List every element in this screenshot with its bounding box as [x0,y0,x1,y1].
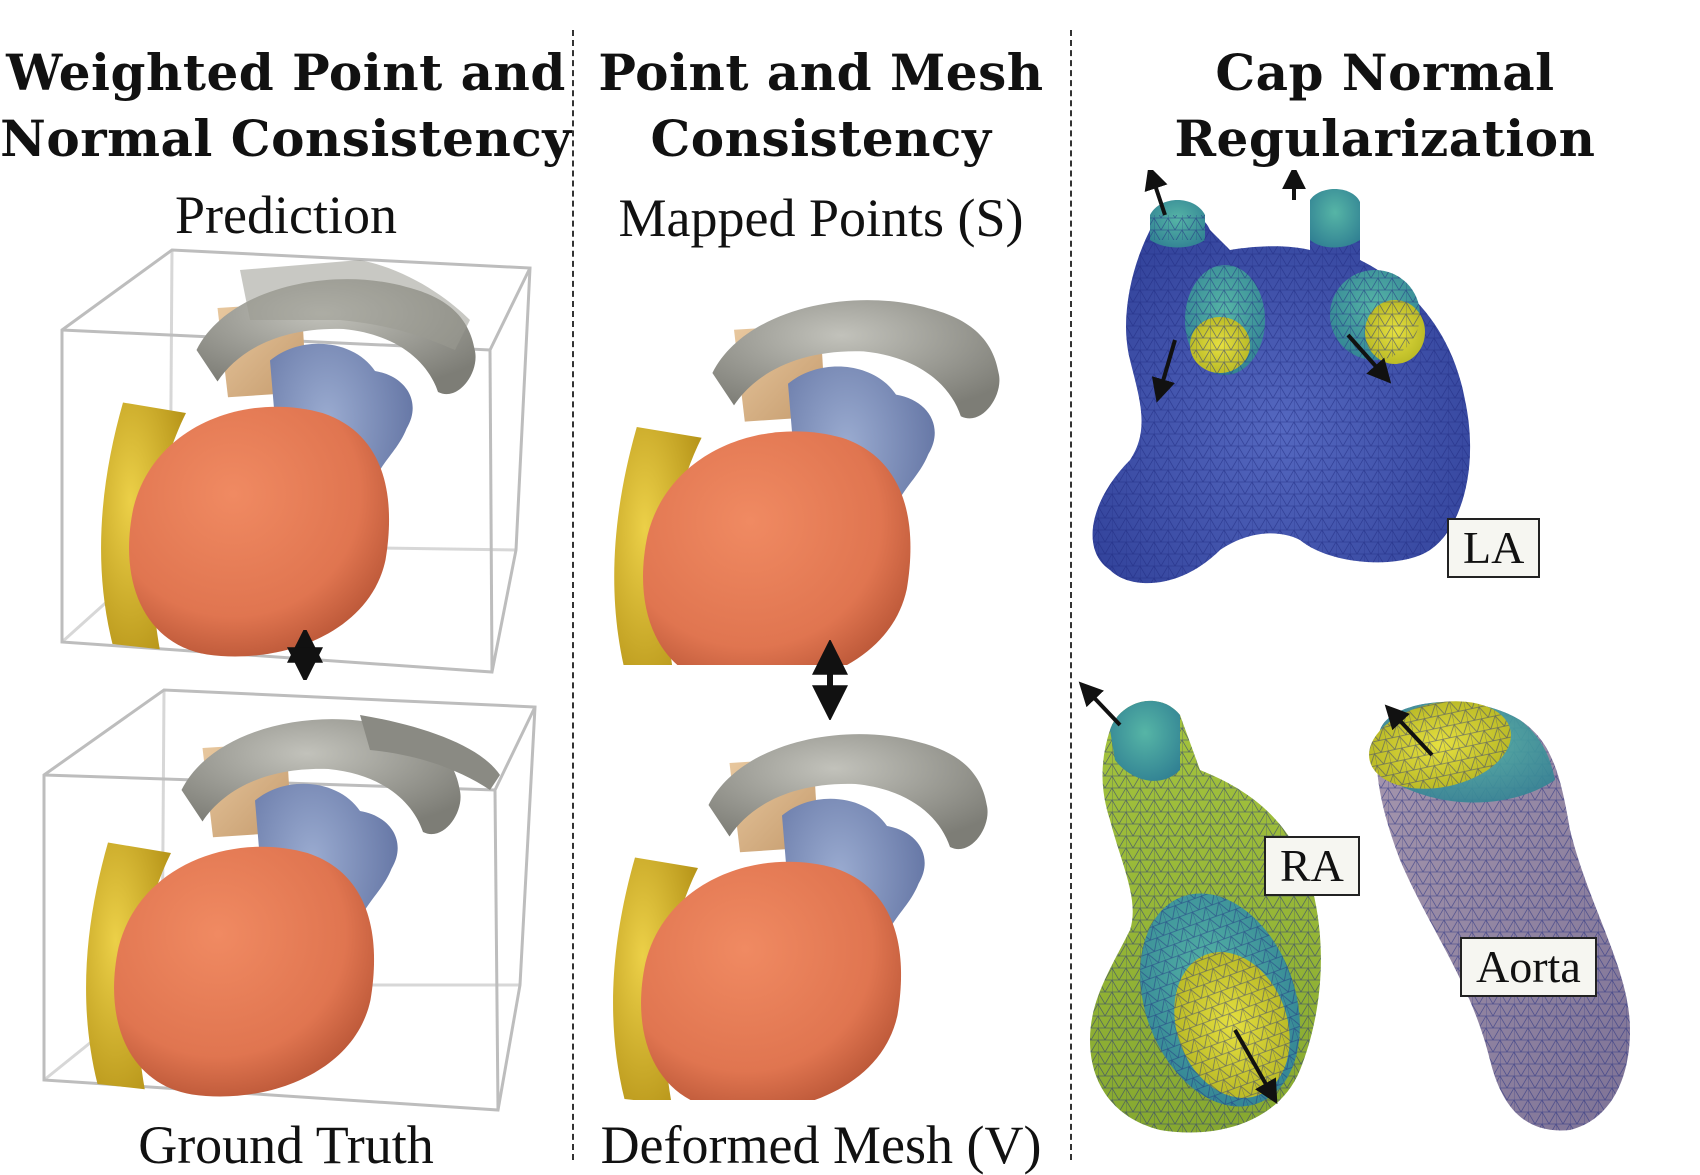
panel-cap-normal: Cap Normal Regularization LA [1070,0,1700,1171]
double-arrow-panel-2 [812,640,848,720]
panel-point-mesh: Point and Mesh Consistency Mapped Points… [572,0,1070,1175]
ground-truth-caption: Ground Truth [138,1115,434,1175]
prediction-caption: Prediction [175,185,397,245]
panel-2-heading: Point and Mesh Consistency [572,40,1070,172]
prediction-heart-figure [60,248,532,674]
left-atrium-mesh-figure [1092,170,1471,584]
aorta-label: Aorta [1460,937,1597,997]
panel-1-heading-line-1: Weighted Point and [6,43,566,102]
la-label: LA [1447,518,1541,578]
aorta-branch [360,715,500,790]
mapped-points-heart-figure [614,300,1000,665]
panel-3-heading-line-1: Cap Normal [1215,43,1555,102]
divider-2 [1070,30,1072,1160]
ra-normal-arrows [1078,681,1278,1105]
ra-label: RA [1264,836,1360,896]
la-normal-arrows [1144,170,1392,403]
translucent-arch-overlay [240,260,470,350]
panel-3-heading: Cap Normal Regularization [1070,40,1700,172]
panel-weighted-point-normal: Weighted Point and Normal Consistency Pr… [0,0,572,1175]
la-body [1092,199,1471,584]
deformed-mesh-caption: Deformed Mesh (V) [600,1115,1042,1175]
ground-truth-heart-figure [42,688,537,1112]
deformed-mesh-heart-figure [613,734,988,1100]
double-arrow-panel-1 [287,630,323,680]
panel-2-heading-line-2: Consistency [650,109,992,168]
divider-1 [572,30,574,1160]
mapped-points-caption: Mapped Points (S) [618,188,1024,248]
panel-1-heading-line-2: Normal Consistency [0,109,572,168]
panel-2-heading-line-1: Point and Mesh [598,43,1044,102]
panel-1-heading: Weighted Point and Normal Consistency [0,40,572,172]
aorta-normal-arrow [1384,704,1434,757]
aorta-mesh-figure [1369,701,1630,1131]
right-atrium-mesh-figure [1078,681,1321,1133]
panel-3-heading-line-2: Regularization [1174,109,1596,168]
